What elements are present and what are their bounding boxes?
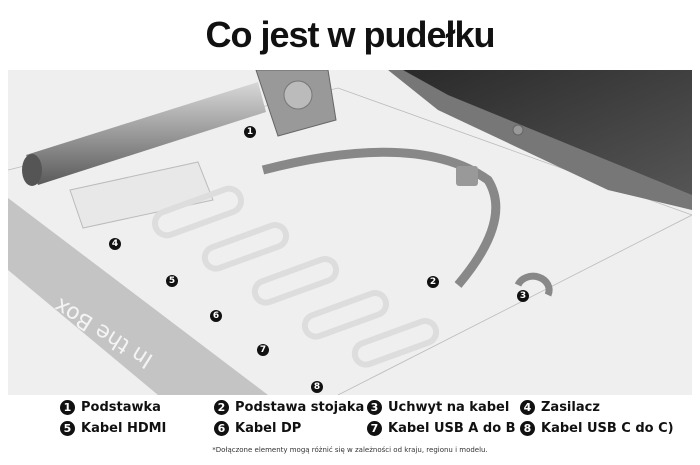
marker-5: 5: [166, 275, 178, 287]
legend-item: 6 Kabel DP: [214, 421, 301, 436]
marker-7: 7: [257, 344, 269, 356]
box-contents-illustration: [8, 70, 692, 395]
legend-item: 4 Zasilacz: [520, 400, 600, 415]
marker-2: 2: [427, 276, 439, 288]
number-badge: 7: [367, 421, 382, 436]
legend-label: Podstawa stojaka: [235, 400, 365, 415]
number-badge: 6: [214, 421, 229, 436]
number-badge: 3: [367, 400, 382, 415]
legend-label: Kabel USB A do B: [388, 421, 516, 436]
legend-label: Kabel DP: [235, 421, 302, 436]
marker-6: 6: [210, 310, 222, 322]
legend-item: 1 Podstawka: [60, 400, 161, 415]
number-badge: 5: [60, 421, 75, 436]
legend-item: 5 Kabel HDMI: [60, 421, 166, 436]
number-badge: 2: [214, 400, 229, 415]
legend-label: Kabel HDMI: [81, 421, 167, 436]
number-badge: 4: [520, 400, 535, 415]
marker-4: 4: [109, 238, 121, 250]
legend-label: Zasilacz: [541, 400, 600, 415]
legend-item: 7 Kabel USB A do B: [367, 421, 516, 436]
page-title: Co jest w pudełku: [205, 14, 495, 55]
number-badge: 1: [60, 400, 75, 415]
legend-item: 2 Podstawa stojaka: [214, 400, 364, 415]
marker-1: 1: [244, 126, 256, 138]
legend-label: Kabel USB C do C): [541, 421, 674, 436]
footnote: *Dołączone elementy mogą różnić się w za…: [212, 446, 488, 454]
legend-item: 3 Uchwyt na kabel: [367, 400, 509, 415]
marker-8: 8: [311, 381, 323, 393]
product-image: In the Box 1 2 3 4 5 6 7 8: [8, 70, 692, 395]
legend-item: 8 Kabel USB C do C): [520, 421, 674, 436]
legend-label: Uchwyt na kabel: [388, 400, 510, 415]
legend-label: Podstawka: [81, 400, 161, 415]
number-badge: 8: [520, 421, 535, 436]
marker-3: 3: [517, 290, 529, 302]
banner: [8, 198, 268, 395]
